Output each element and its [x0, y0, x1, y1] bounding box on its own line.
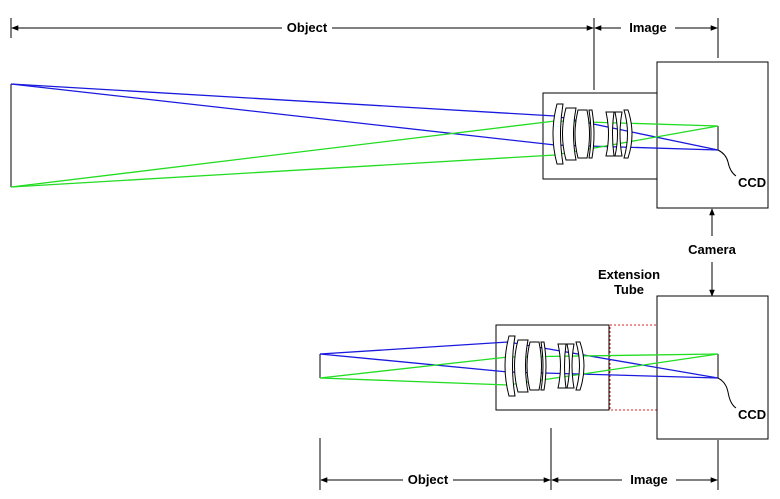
bottom-ccd-label: CCD — [738, 407, 766, 422]
bottom-lens-element — [504, 335, 516, 397]
top-lens-barrel — [542, 92, 658, 180]
top-lens-element — [562, 107, 577, 161]
bottom-lens-element — [540, 341, 547, 391]
bottom-lens-element — [557, 343, 567, 389]
bottom-ccd-leader — [717, 377, 737, 409]
top-lens-element — [614, 111, 623, 157]
extension-label-line1: Extension — [598, 267, 660, 282]
bottom-lens-element — [575, 341, 585, 391]
extension-tube — [609, 324, 658, 411]
bottom-diagram: Extension Tube CCD — [319, 267, 769, 490]
top-lens-element — [623, 109, 633, 159]
top-lens-element — [588, 109, 595, 159]
top-diagram: Object Image CCD — [10, 18, 769, 209]
top-object-label: Object — [287, 20, 328, 35]
top-lens-group — [552, 103, 633, 165]
bottom-image-label: Image — [630, 472, 668, 487]
top-lens-element — [552, 103, 564, 165]
camera-callout: Camera — [688, 208, 737, 297]
bottom-lens-group — [504, 335, 585, 397]
top-camera-body — [656, 61, 769, 209]
top-lens-element — [574, 109, 590, 159]
camera-label: Camera — [688, 242, 736, 257]
bottom-lens-element — [514, 339, 529, 393]
bottom-lens-element — [526, 341, 542, 391]
top-ccd-leader — [717, 149, 737, 177]
top-image-label: Image — [629, 20, 667, 35]
bottom-object-label: Object — [408, 472, 449, 487]
bottom-camera-body — [656, 295, 769, 440]
top-lens-element — [605, 111, 615, 157]
bottom-lens-element — [566, 343, 575, 389]
top-ccd-label: CCD — [738, 175, 766, 190]
extension-label-line2: Tube — [614, 282, 644, 297]
